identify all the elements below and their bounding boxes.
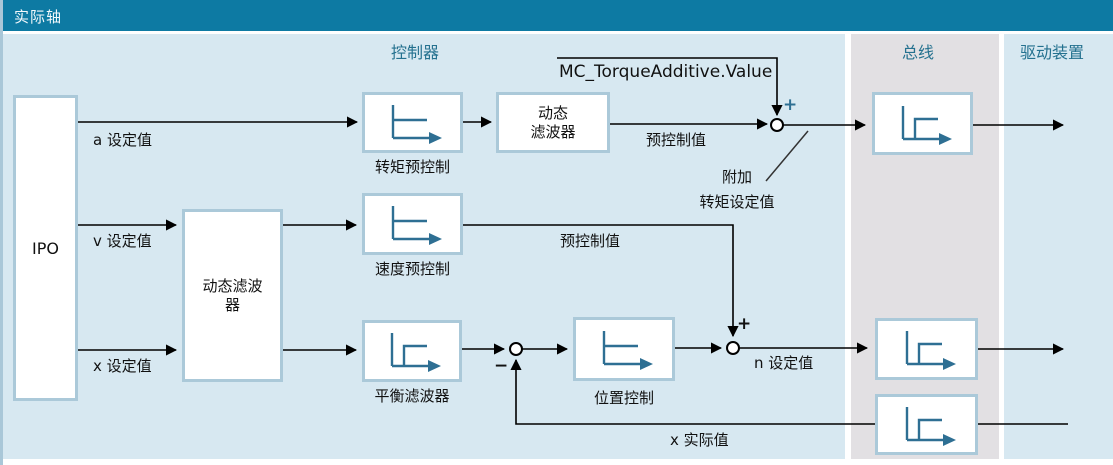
balance-filter-block [362, 320, 462, 382]
a-setpoint-label: a 设定值 [93, 131, 152, 149]
v-setpoint-label: v 设定值 [93, 232, 152, 250]
precontrol-value-top-label: 预控制值 [646, 131, 707, 149]
summing-junction-position-error [509, 342, 523, 356]
bus-block-speed-setpoint [875, 318, 978, 380]
plus-sign-torque-sum: + [783, 95, 798, 115]
column-header-controller: 控制器 [390, 43, 439, 62]
n-setpoint-label: n 设定值 [754, 354, 814, 372]
torque-precontrol-caption: 转矩预控制 [374, 158, 450, 176]
x-actual-value-label: x 实际值 [670, 431, 729, 449]
annotation-slash [765, 130, 809, 182]
position-control-caption: 位置控制 [593, 389, 654, 407]
title-bar: 实际轴 [3, 0, 1113, 31]
torque-precontrol-block [362, 92, 463, 153]
bus-block-torque [872, 92, 973, 155]
ipo-block: IPO [13, 95, 78, 401]
dynamic-filter-small-block: 动态 滤波器 [496, 92, 610, 153]
ipo-label: IPO [32, 238, 59, 258]
speed-precontrol-block [362, 193, 463, 255]
dynamic-filter-main-block: 动态滤波 器 [182, 209, 283, 382]
column-header-bus: 总线 [901, 43, 934, 62]
left-edge-strip [0, 0, 3, 465]
mc-torque-additive-label: MC_TorqueAdditive.Value [559, 62, 773, 82]
step-response-icon [391, 206, 442, 245]
dynamic-filter-small-label: 动态 滤波器 [530, 103, 576, 141]
x-setpoint-label: x 设定值 [93, 357, 152, 375]
delayed-step-response-icon [905, 406, 956, 446]
line-mc-torque-additive [557, 57, 783, 117]
additional-torque-setpoint-label: 附加 转矩设定值 [699, 168, 775, 211]
diagram-title: 实际轴 [14, 8, 63, 26]
drive-panel [1004, 34, 1113, 459]
summing-junction-speed [726, 341, 740, 355]
balance-filter-caption: 平衡滤波器 [374, 387, 450, 405]
delayed-step-response-icon [390, 333, 441, 372]
position-control-block [573, 317, 675, 381]
line-speed-to-sum-mid [463, 224, 739, 338]
bus-block-actual-value [875, 394, 978, 455]
column-header-drive: 驱动装置 [1019, 43, 1084, 62]
plus-sign-speed-sum: + [737, 314, 752, 334]
delayed-step-response-icon [905, 331, 956, 370]
precontrol-value-mid-label: 预控制值 [560, 232, 621, 250]
summing-junction-torque [770, 118, 784, 132]
delayed-step-response-icon [901, 105, 952, 145]
step-response-icon [602, 331, 653, 370]
speed-precontrol-caption: 速度预控制 [374, 260, 450, 278]
minus-sign-position-error: − [494, 356, 509, 376]
step-response-icon [391, 104, 442, 144]
dynamic-filter-main-label: 动态滤波 器 [202, 276, 263, 314]
